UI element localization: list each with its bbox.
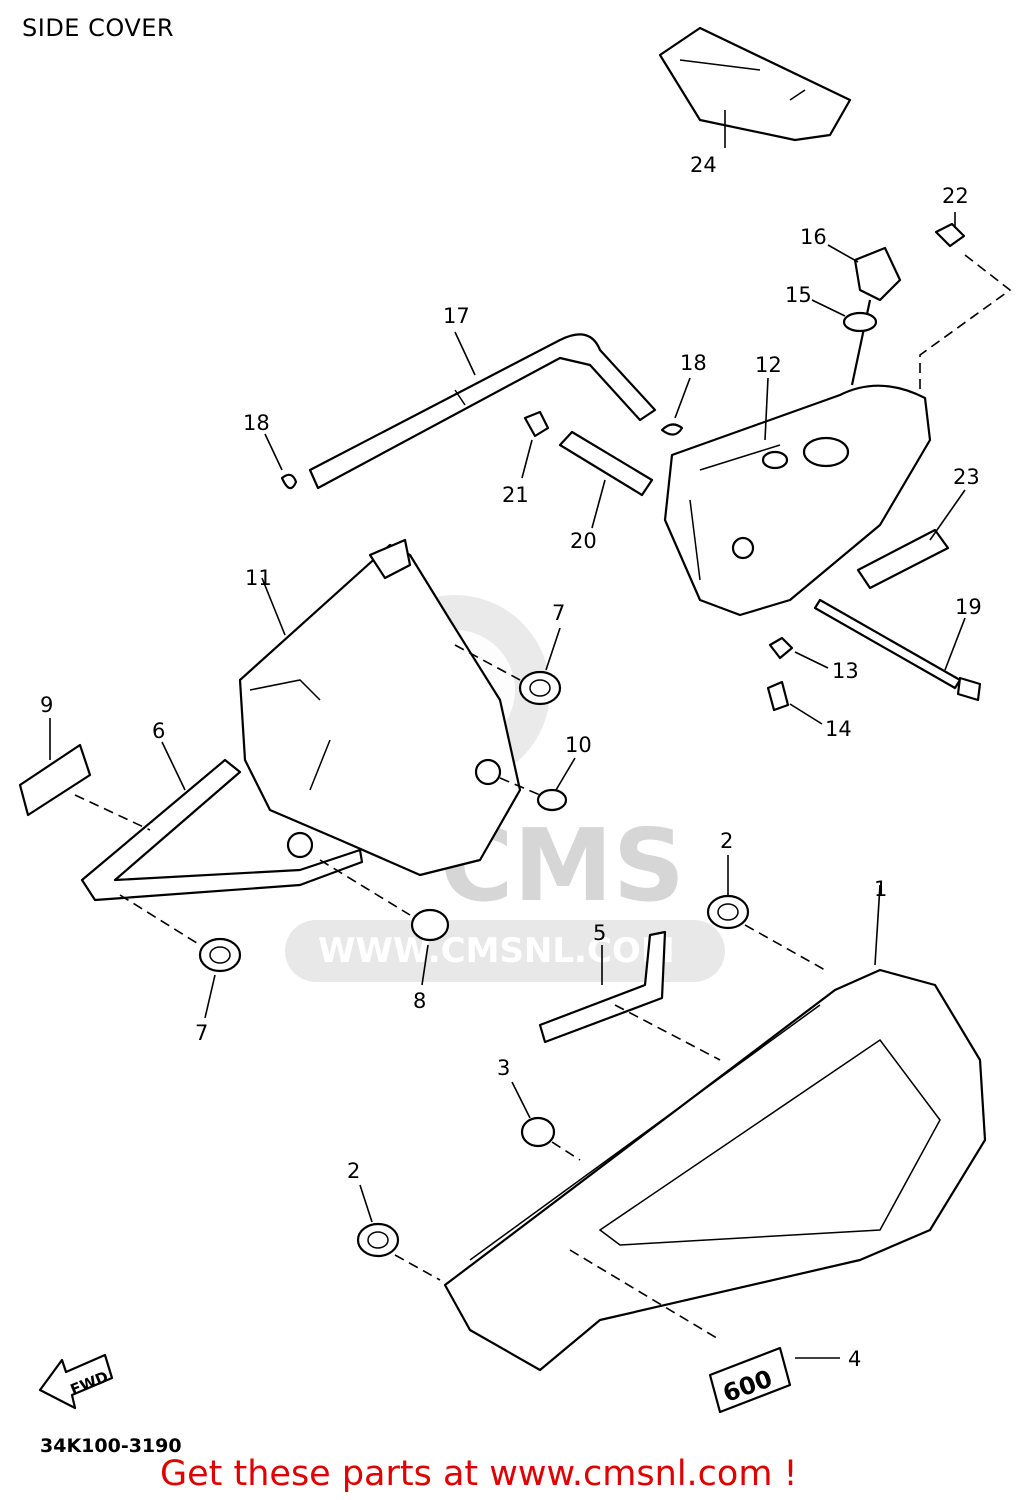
label-13: 13 xyxy=(832,659,859,683)
part-5-bracket[interactable] xyxy=(538,930,667,1044)
part-19-bolt[interactable] xyxy=(813,598,982,702)
part-7-grommet-upper[interactable] xyxy=(518,670,562,706)
diagram-code: 34K100-3190 xyxy=(40,1435,182,1457)
part-9-label[interactable] xyxy=(18,743,92,817)
label-7-upper: 7 xyxy=(552,601,565,625)
label-14: 14 xyxy=(825,717,852,741)
buy-parts-link[interactable]: Get these parts at www.cmsnl.com ! xyxy=(160,1454,798,1494)
part-14-bolt[interactable] xyxy=(766,680,790,712)
label-9: 9 xyxy=(40,693,53,717)
label-7-lower: 7 xyxy=(195,1021,208,1045)
part-2-grommet-lower[interactable] xyxy=(356,1222,400,1258)
label-3: 3 xyxy=(497,1056,510,1080)
part-1-side-cover-right[interactable] xyxy=(443,968,987,1372)
label-23: 23 xyxy=(953,465,980,489)
label-19: 19 xyxy=(955,595,982,619)
part-18-clip-left[interactable] xyxy=(280,473,298,490)
part-2-grommet-upper[interactable] xyxy=(706,894,750,930)
label-2-lower: 2 xyxy=(347,1159,360,1183)
label-8: 8 xyxy=(413,989,426,1013)
part-15-o-ring[interactable] xyxy=(842,311,878,333)
part-4-emblem-600[interactable]: 600 xyxy=(708,1346,792,1414)
label-22: 22 xyxy=(942,184,969,208)
part-22-bolt[interactable] xyxy=(934,222,966,248)
page-title: SIDE COVER xyxy=(22,14,175,42)
part-13-nut[interactable] xyxy=(768,636,794,660)
part-23-bracket[interactable] xyxy=(856,528,950,590)
label-10: 10 xyxy=(565,733,592,757)
part-21-nut[interactable] xyxy=(523,410,550,438)
callout-labels: 24 22 16 15 17 18 12 18 21 20 23 11 7 19… xyxy=(40,153,982,1371)
label-20: 20 xyxy=(570,529,597,553)
label-1: 1 xyxy=(874,877,887,901)
label-11: 11 xyxy=(245,566,272,590)
label-5: 5 xyxy=(593,921,606,945)
part-18-clip-right[interactable] xyxy=(660,423,684,436)
label-16: 16 xyxy=(800,225,827,249)
part-7-grommet-lower[interactable] xyxy=(198,937,242,973)
part-3-grommet[interactable] xyxy=(520,1116,556,1148)
part-6-frame-bracket[interactable] xyxy=(80,758,364,902)
part-20-hose[interactable] xyxy=(558,430,654,497)
part-11-side-cover-left[interactable] xyxy=(238,538,522,877)
label-24: 24 xyxy=(690,153,717,177)
label-21: 21 xyxy=(502,483,529,507)
part-8-grommet[interactable] xyxy=(410,908,450,942)
label-2-upper: 2 xyxy=(720,829,733,853)
watermark-text: WWW.CMSNL.COM xyxy=(318,931,675,971)
part-17-hose[interactable] xyxy=(308,333,657,490)
label-6: 6 xyxy=(152,719,165,743)
label-18-right: 18 xyxy=(680,351,707,375)
fwd-arrow-icon: FWD xyxy=(38,1353,114,1410)
part-12-oil-tank[interactable] xyxy=(663,384,932,617)
label-12: 12 xyxy=(755,353,782,377)
part-10-screw[interactable] xyxy=(474,758,568,812)
label-15: 15 xyxy=(785,283,812,307)
label-4: 4 xyxy=(848,1347,861,1371)
label-18-left: 18 xyxy=(243,411,270,435)
part-24-tool-bag[interactable] xyxy=(658,26,852,142)
label-17: 17 xyxy=(443,304,470,328)
